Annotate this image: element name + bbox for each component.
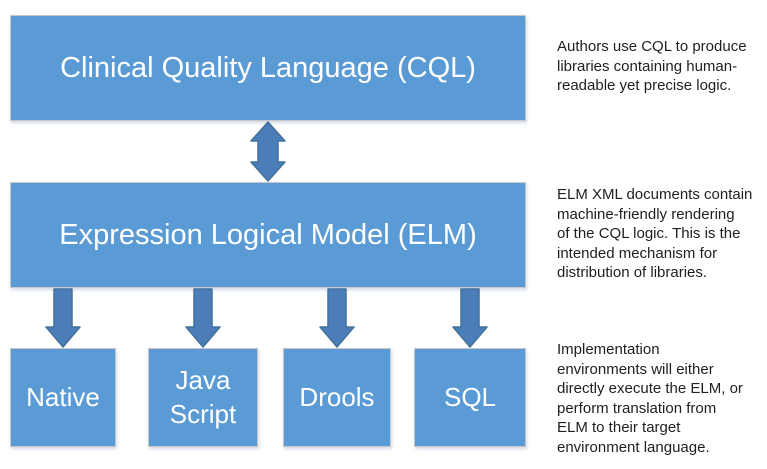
down-arrow-icon: [185, 288, 221, 348]
annotation-line: Authors use CQL to produce: [557, 38, 747, 55]
annotation-elm-note: ELM XML documents contain machine-friend…: [557, 185, 765, 283]
annotation-line: Implementation: [557, 341, 660, 358]
annotation-line: of the CQL logic. This is the: [557, 225, 741, 242]
annotation-line: intended mechanism for: [557, 244, 718, 262]
annotation-line: environments will either: [557, 360, 714, 378]
annotation-line: environment language.: [557, 438, 710, 456]
annotation-line: ELM XML documents contain: [557, 186, 753, 203]
annotation-line: directly execute the ELM, or: [557, 380, 743, 397]
bidirectional-arrow-icon: [250, 121, 286, 182]
annotation-line: libraries containing human-: [557, 57, 738, 75]
target-box-drools: Drools: [283, 348, 391, 447]
down-arrow-icon: [45, 288, 81, 348]
target-box-label: Java Script: [169, 364, 237, 429]
target-box-sql: SQL: [414, 348, 526, 447]
annotation-line: distribution of libraries.: [557, 264, 708, 281]
down-arrow-icon: [452, 288, 488, 348]
target-box-native: Native: [10, 348, 116, 447]
down-arrow-shape: [319, 288, 355, 348]
cql-box: Clinical Quality Language (CQL): [10, 15, 526, 121]
target-box-label: SQL: [443, 381, 497, 412]
elm-box-label: Expression Logical Model (ELM): [59, 218, 477, 251]
down-arrow-icon: [319, 288, 355, 348]
annotation-line: perform translation from: [557, 399, 717, 417]
annotation-line: ELM to their target: [557, 419, 681, 436]
down-arrow-shape: [185, 288, 221, 348]
target-box-javascript: Java Script: [148, 348, 258, 447]
bidirectional-arrow-shape: [250, 121, 286, 182]
annotation-line: machine-friendly rendering: [557, 205, 735, 223]
target-box-label: Native: [26, 381, 100, 412]
cql-box-label: Clinical Quality Language (CQL): [60, 51, 476, 84]
elm-box: Expression Logical Model (ELM): [10, 182, 526, 288]
down-arrow-shape: [45, 288, 81, 348]
annotation-line: readable yet precise logic.: [557, 77, 732, 94]
target-box-label: Drools: [299, 381, 375, 412]
annotation-implementation-note: Implementation environments will either …: [557, 340, 765, 457]
annotation-cql-note: Authors use CQL to produce libraries con…: [557, 37, 765, 96]
down-arrow-shape: [452, 288, 488, 348]
